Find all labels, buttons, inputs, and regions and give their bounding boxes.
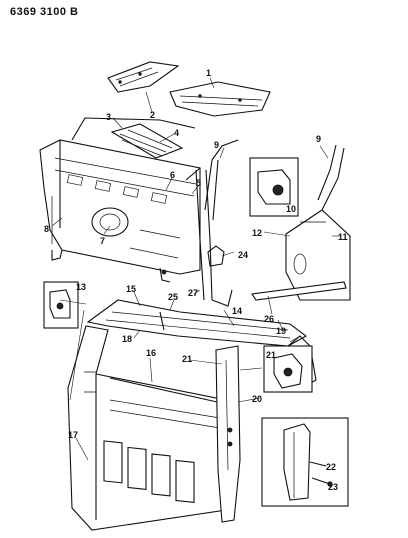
callout-18: 18	[122, 334, 132, 344]
callout-16: 16	[146, 348, 156, 358]
callout-22: 22	[326, 462, 336, 472]
callout-11: 11	[338, 232, 348, 242]
callout-6: 6	[170, 170, 175, 180]
leader-lines	[51, 77, 340, 461]
diagram-code: 6369 3100 B	[10, 6, 79, 18]
callout-21a: 21	[182, 354, 192, 364]
callout-8: 8	[44, 224, 49, 234]
callout-9b: 9	[316, 134, 321, 144]
callout-27: 27	[188, 288, 198, 298]
callout-3: 3	[106, 112, 111, 122]
kick-panel	[285, 209, 351, 301]
callout-1: 1	[206, 68, 211, 78]
dash-panel	[39, 117, 201, 283]
callout-21b: 21	[266, 350, 276, 360]
callout-10: 10	[286, 204, 296, 214]
roof-header-rail	[86, 299, 308, 347]
callout-23: 23	[328, 482, 338, 492]
callout-17: 17	[68, 430, 78, 440]
sill-plate	[251, 281, 347, 301]
callout-20: 20	[252, 394, 262, 404]
bracket-24	[207, 245, 225, 267]
callout-2: 2	[150, 110, 155, 120]
inset-bracket-10	[249, 157, 299, 217]
cowl-top-panel	[107, 61, 271, 117]
inset-pillar-22	[261, 417, 349, 507]
callout-15: 15	[126, 284, 136, 294]
callout-25: 25	[168, 292, 178, 302]
callout-14: 14	[232, 306, 242, 316]
callout-19: 19	[276, 326, 286, 336]
inset-bracket-13	[43, 281, 79, 329]
callout-4: 4	[174, 128, 179, 138]
callout-13: 13	[76, 282, 86, 292]
callout-5: 5	[196, 178, 201, 188]
windshield-post	[195, 169, 233, 307]
callout-7: 7	[100, 236, 105, 246]
rear-pillar	[215, 345, 241, 523]
callout-12: 12	[252, 228, 262, 238]
a-pillar-left	[204, 139, 239, 221]
inset-bracket-21	[263, 345, 313, 393]
callout-9a: 9	[214, 140, 219, 150]
callout-26: 26	[264, 314, 274, 324]
callout-labels: 1 2 3 4 5 6 7 8 9 9 10 11 12 13 14 15 16…	[44, 68, 348, 492]
a-pillar-right	[317, 144, 345, 211]
cowl-vent-grille	[110, 123, 184, 159]
callout-24: 24	[238, 250, 248, 260]
back-panel	[67, 325, 227, 531]
